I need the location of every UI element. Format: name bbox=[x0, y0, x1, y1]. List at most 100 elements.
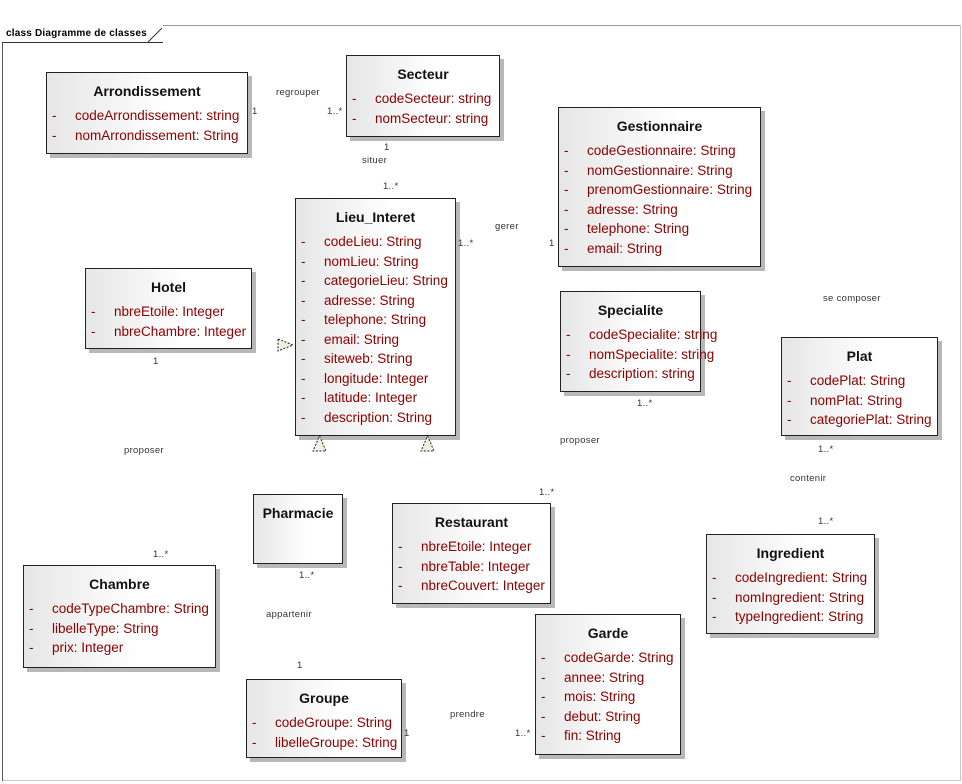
attribute-text: categoriePlat: String bbox=[810, 412, 932, 427]
class-attribute: - nomSecteur: string bbox=[347, 109, 499, 129]
class-name: Lieu_Interet bbox=[335, 209, 416, 225]
attribute-text: mois: String bbox=[564, 689, 636, 704]
visibility-private: - bbox=[301, 331, 306, 347]
class-attribute: -nbreChambre: Integer bbox=[86, 322, 251, 342]
class-attribute: -description: String bbox=[296, 408, 455, 428]
class-name: Secteur bbox=[397, 66, 449, 82]
multiplicity-label: 1..* bbox=[637, 398, 653, 409]
class-attribute: -prix: Integer bbox=[24, 638, 215, 658]
visibility-private: - bbox=[541, 728, 546, 743]
class-attribute: - fin: String bbox=[536, 726, 680, 746]
attribute-text: codeGroupe: String bbox=[275, 715, 393, 730]
class-pharmacie[interactable]: Pharmacie bbox=[253, 494, 343, 564]
class-attribute: -latitude: Integer bbox=[296, 388, 455, 408]
class-attribute: -typeIngredient: String bbox=[707, 607, 874, 627]
class-attribute: -telephone: String bbox=[296, 310, 455, 330]
visibility-private: - bbox=[566, 366, 571, 381]
visibility-private: - bbox=[352, 91, 357, 106]
generalization-arrow-restaurant bbox=[420, 435, 435, 452]
attribute-text: nomGestionnaire: String bbox=[587, 162, 733, 178]
attribute-text: nomIngredient: String bbox=[735, 589, 865, 605]
class-hotel[interactable]: Hotel-nbreEtoile: Integer-nbreChambre: I… bbox=[85, 268, 252, 349]
class-specialite[interactable]: Specialite-codeSpecialite: string-nomSpe… bbox=[560, 291, 717, 392]
class-attribute: -telephone: String bbox=[559, 219, 760, 239]
class-attribute: -libelleGroupe: String bbox=[247, 733, 401, 753]
class-ingredient[interactable]: Ingredient-codeIngredient: String-nomIng… bbox=[706, 534, 875, 634]
class-attribute: - longitude: Integer bbox=[296, 369, 455, 389]
class-attribute: -prenomGestionnaire: String bbox=[559, 180, 760, 200]
visibility-private: - bbox=[252, 734, 257, 750]
multiplicity-label: 1..* bbox=[539, 487, 555, 498]
attribute-text: longitude: Integer bbox=[324, 370, 429, 386]
class-attribute: -libelleType: String bbox=[24, 619, 215, 639]
visibility-private: - bbox=[712, 609, 717, 624]
visibility-private: - bbox=[301, 370, 306, 386]
class-attribute: - codeGroupe: String bbox=[247, 713, 401, 733]
class-name: Chambre bbox=[89, 576, 150, 592]
attribute-text: email: String bbox=[324, 331, 400, 347]
visibility-private: - bbox=[29, 640, 34, 655]
attribute-text: email: String bbox=[587, 240, 663, 256]
class-plat[interactable]: Plat-codePlat: String-nomPlat: String-ca… bbox=[781, 337, 938, 436]
multiplicity-label: 1..* bbox=[818, 444, 834, 455]
class-attribute: -codeLieu: String bbox=[296, 232, 455, 252]
attribute-text: siteweb: String bbox=[324, 351, 413, 366]
attribute-text: codePlat: String bbox=[810, 373, 906, 388]
class-groupe[interactable]: Groupe-codeGroupe: String-libelleGroupe:… bbox=[246, 679, 402, 758]
visibility-private: - bbox=[301, 351, 306, 366]
class-attribute: -nbreTable: Integer bbox=[393, 557, 550, 577]
class-attribute: -codeSpecialite: string bbox=[561, 325, 717, 345]
visibility-private: - bbox=[564, 162, 569, 178]
class-attribute: -debut: String bbox=[536, 707, 680, 727]
class-garde[interactable]: Garde-codeGarde: String-annee: String-mo… bbox=[535, 614, 681, 755]
visibility-private: - bbox=[52, 127, 57, 143]
attribute-text: codeIngredient: String bbox=[735, 570, 868, 585]
attribute-text: nbreTable: Integer bbox=[421, 558, 530, 574]
visibility-private: - bbox=[301, 312, 306, 327]
multiplicity-label: 1 bbox=[549, 238, 555, 249]
class-attribute: - nbreCouvert: Integer bbox=[393, 576, 550, 596]
class-attribute: - codePlat: String bbox=[782, 371, 937, 391]
generalization-arrow-hotel bbox=[277, 338, 295, 352]
attribute-text: fin: String bbox=[564, 728, 622, 743]
class-attribute: -adresse: String bbox=[559, 200, 760, 220]
class-attribute: -codeIngredient: String bbox=[707, 568, 874, 588]
class-attribute: - nomIngredient: String bbox=[707, 588, 874, 608]
attribute-text: adresse: String bbox=[324, 292, 415, 308]
multiplicity-label: 1..* bbox=[818, 516, 834, 527]
visibility-private: - bbox=[352, 110, 357, 126]
visibility-private: - bbox=[712, 589, 717, 605]
multiplicity-label: 1..* bbox=[383, 181, 399, 192]
class-attribute: -codeGestionnaire: String bbox=[559, 141, 760, 161]
visibility-private: - bbox=[541, 689, 546, 704]
class-attribute: - email: String bbox=[296, 330, 455, 350]
visibility-private: - bbox=[301, 253, 306, 269]
visibility-private: - bbox=[787, 373, 792, 388]
attribute-text: nbreCouvert: Integer bbox=[421, 578, 545, 593]
visibility-private: - bbox=[398, 578, 403, 593]
class-attribute: -description: string bbox=[561, 364, 700, 384]
multiplicity-label: 1..* bbox=[153, 549, 169, 560]
attribute-text: nomSecteur: string bbox=[375, 110, 489, 126]
visibility-private: - bbox=[252, 715, 257, 730]
class-attribute: -adresse: String bbox=[296, 291, 455, 311]
class-secteur[interactable]: Secteur - codeSecteur: string - nomSecteur: … bbox=[346, 55, 500, 137]
visibility-private: - bbox=[301, 409, 306, 425]
multiplicity-label: 1 bbox=[153, 356, 159, 367]
class-restaurant[interactable]: Restaurant-nbreEtoile: Integer-nbreTable… bbox=[392, 503, 551, 604]
attribute-text: codeSecteur: string bbox=[375, 91, 492, 106]
visibility-private: - bbox=[91, 304, 96, 319]
attribute-text: nbreEtoile: Integer bbox=[114, 304, 225, 319]
class-lieu[interactable]: Lieu_Interet-codeLieu: String-nomLieu: S… bbox=[295, 198, 456, 436]
class-arrondissement[interactable]: Arrondissement-codeArrondissement: strin… bbox=[46, 72, 248, 154]
class-gestionnaire[interactable]: Gestionnaire-codeGestionnaire: String-no… bbox=[558, 107, 761, 267]
visibility-private: - bbox=[566, 327, 571, 342]
attribute-text: latitude: Integer bbox=[324, 390, 418, 405]
visibility-private: - bbox=[29, 601, 34, 616]
class-attribute: -codeTypeChambre: String bbox=[24, 599, 215, 619]
class-chambre[interactable]: Chambre -codeTypeChambre: String-libelleT… bbox=[23, 565, 216, 668]
visibility-private: - bbox=[301, 234, 306, 249]
generalization-arrow-pharmacie bbox=[312, 435, 327, 452]
attribute-text: nbreEtoile: Integer bbox=[421, 539, 532, 554]
attribute-text: nbreChambre: Integer bbox=[114, 323, 247, 339]
